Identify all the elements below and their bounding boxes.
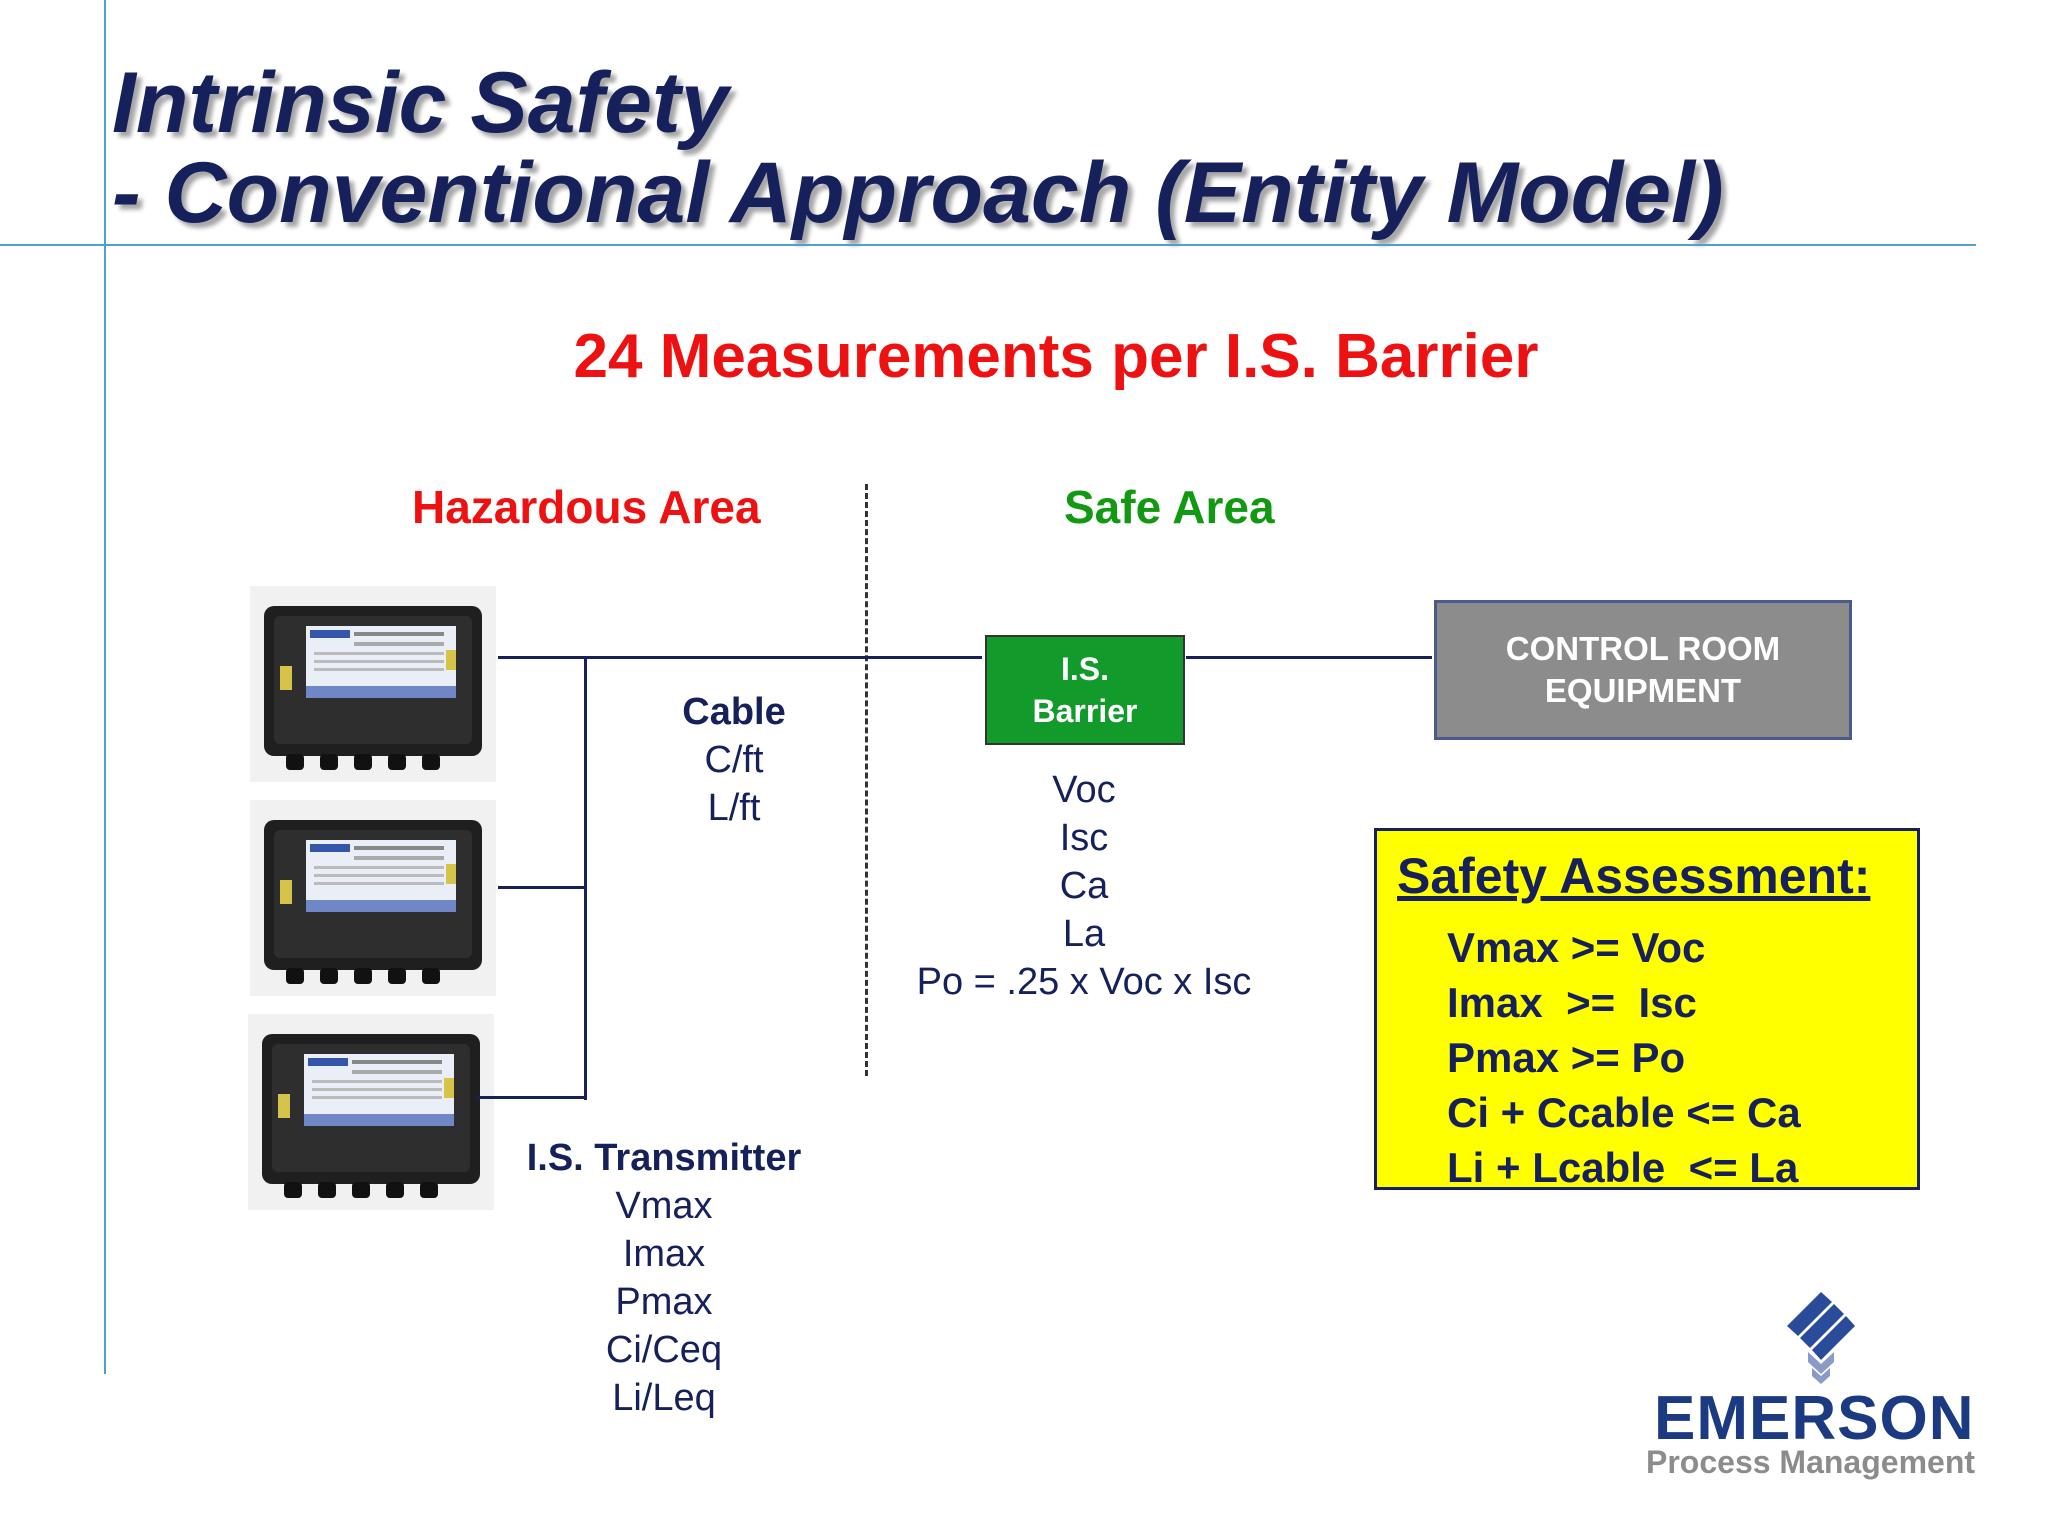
barrier-param-po: Po = .25 x Voc x Isc (916, 961, 1252, 1003)
control-room-line-1: CONTROL ROOM (1505, 630, 1781, 667)
safety-assessment-heading: Safety Assessment: (1397, 848, 1871, 904)
assessment-row-capacitance: Ci + Ccable <= Ca (1447, 1089, 1801, 1136)
barrier-line-2: Barrier (1032, 693, 1138, 729)
transmitter-image-2 (250, 800, 496, 996)
safe-area-label: Safe Area (1064, 481, 1275, 533)
barrier-params: Voc Isc Ca La Po = .25 x Voc x Isc (884, 766, 1284, 1006)
transmitter-enclosure-icon (264, 820, 482, 984)
hazardous-area-label: Hazardous Area (412, 481, 761, 533)
barrier-param-isc: Isc (1059, 817, 1109, 859)
cable-trunk (584, 656, 587, 1100)
title-rule (0, 244, 1976, 246)
transmitter-param-imax: Imax (622, 1233, 706, 1275)
assessment-row-voltage: Vmax >= Voc (1447, 924, 1706, 971)
transmitter-param-ci: Ci/Ceq (605, 1329, 723, 1371)
title-line-2: - Conventional Approach (Entity Model) (112, 145, 1724, 241)
barrier-to-control-line (1186, 656, 1432, 659)
control-room-line-2: EQUIPMENT (1544, 672, 1742, 709)
assessment-row-power: Pmax >= Po (1447, 1034, 1686, 1081)
assessment-row-inductance: Li + Lcable <= La (1447, 1144, 1799, 1191)
cable-label-group: Cable C/ft L/ft (634, 688, 834, 832)
transmitter-param-pmax: Pmax (615, 1281, 713, 1323)
assessment-row-current: Imax >= Isc (1447, 979, 1697, 1026)
transmitter-enclosure-icon (264, 606, 482, 770)
barrier-param-la: La (1062, 913, 1106, 955)
barrier-param-ca: Ca (1059, 865, 1109, 907)
control-room-box: CONTROL ROOM EQUIPMENT (1434, 600, 1852, 740)
transmitter-heading: I.S. Transmitter (526, 1137, 802, 1179)
transmitter-enclosure-icon (262, 1034, 480, 1198)
emerson-logo-text: EMERSON (1654, 1384, 1975, 1453)
barrier-line-1: I.S. (1060, 651, 1109, 687)
title-line-1: Intrinsic Safety (112, 55, 729, 151)
transmitter-params: I.S. Transmitter Vmax Imax Pmax Ci/Ceq L… (514, 1134, 814, 1422)
is-barrier-box: I.S. Barrier (985, 635, 1185, 745)
transmitter-image-3 (248, 1014, 494, 1210)
barrier-param-voc: Voc (1052, 769, 1116, 811)
cable-heading: Cable (682, 691, 786, 733)
cable-line-main (498, 656, 982, 659)
transmitter-param-vmax: Vmax (615, 1185, 713, 1227)
emerson-logo-icon (1786, 1292, 1856, 1391)
cable-branch-3 (476, 1096, 586, 1099)
cable-branch-2 (498, 886, 586, 889)
area-divider (865, 484, 868, 1076)
transmitter-param-li: Li/Leq (612, 1377, 716, 1419)
transmitter-image-1 (250, 586, 496, 782)
cable-param-l: L/ft (707, 787, 761, 829)
subtitle: 24 Measurements per I.S. Barrier (573, 322, 1539, 391)
emerson-logo-subtext: Process Management (1646, 1444, 1976, 1480)
cable-param-c: C/ft (704, 739, 764, 781)
left-rule (104, 0, 106, 1374)
safety-assessment-box: Safety Assessment: Vmax >= Voc Imax >= I… (1374, 828, 1920, 1190)
